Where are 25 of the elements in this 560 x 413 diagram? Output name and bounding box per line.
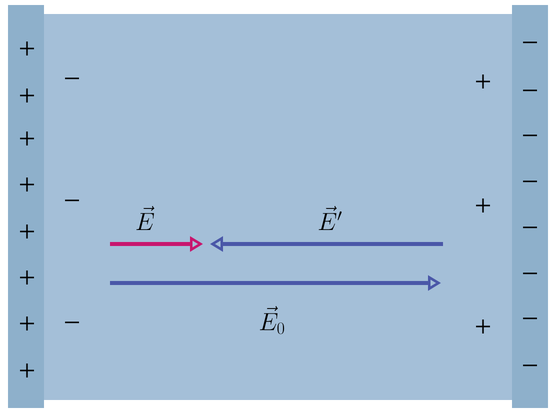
charge-sign: − [523, 226, 537, 228]
charge-sign: + [20, 178, 34, 192]
charge-sign: + [20, 42, 34, 56]
charge-sign: + [476, 74, 490, 88]
charge-sign: − [523, 42, 537, 44]
charge-sign: − [65, 78, 79, 80]
charge-sign: − [523, 90, 537, 92]
charge-sign: − [523, 272, 537, 274]
charge-sign: − [523, 318, 537, 320]
charge-sign: + [20, 364, 34, 378]
charge-sign: + [20, 132, 34, 146]
charge-sign: − [523, 364, 537, 366]
charge-sign: + [20, 88, 34, 102]
field-label: $\vec{E}'$ [318, 206, 342, 230]
charge-sign: − [523, 134, 537, 136]
charge-sign: + [20, 224, 34, 238]
charge-sign: + [476, 198, 490, 212]
charge-sign: + [20, 316, 34, 330]
charge-sign: − [523, 180, 537, 182]
charge-sign: + [20, 270, 34, 284]
charge-sign: − [65, 322, 79, 324]
charge-sign: + [476, 320, 490, 334]
field-label: $\vec{E}$ [136, 206, 154, 230]
field-label: $\vec{E}_0$ [260, 306, 284, 334]
charge-sign: − [65, 200, 79, 202]
